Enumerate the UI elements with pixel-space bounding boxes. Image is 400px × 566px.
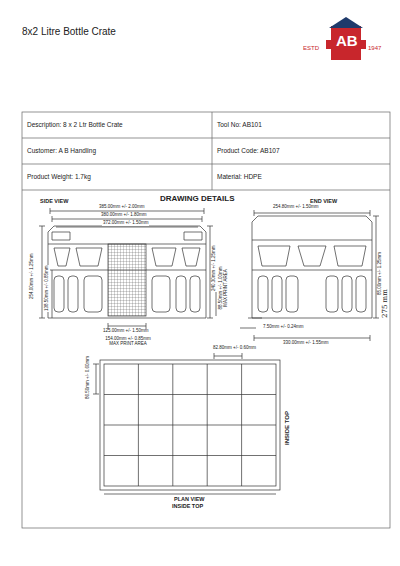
dimension: 254.00mm +/- 1.25mm [30, 253, 35, 300]
dimension: 254.80mm +/- 1.50mm [272, 205, 319, 210]
logo-text: AB [336, 33, 358, 50]
handwritten-note: 275 mm [382, 289, 390, 318]
table-cell: Product Code: AB107 [217, 147, 280, 154]
dimension: 138.50mm +/- 0.85mm [45, 265, 50, 312]
dimension: 240.30mm +/- 1.25mm [212, 245, 217, 292]
dimension: 7.50mm +/- 0.24mm [262, 325, 304, 330]
table-cell: Customer: A B Handling [27, 147, 96, 154]
dimension: 380.00mm +/- 1.80mm [100, 213, 147, 218]
dimension: 330.00mm +/- 1.55mm [282, 341, 329, 346]
view-title: INSIDE TOP [284, 411, 291, 445]
dimension: 372.00mm +/- 1.50mm [102, 221, 149, 226]
dimension: 154.00mm +/- 0.85mm MAX PRINT AREA [104, 337, 152, 347]
table-cell: Material: HDPE [217, 173, 262, 180]
view-title: PLAN VIEW [174, 496, 205, 502]
dimension: 82.80mm +/- 0.60mm [212, 346, 257, 351]
logo-text: 1947 [368, 45, 381, 52]
dimension: 88.50mm +/- 1.00mm MAX PRINT AREA [219, 264, 229, 312]
dimension: 125.00mm +/- 1.50mm [102, 329, 149, 334]
logo-text: ESTD [303, 45, 319, 52]
dimension: 385.00mm +/- 2.00mm [98, 205, 145, 210]
table-cell: Tool No: AB101 [217, 121, 262, 128]
view-title: END VIEW [310, 198, 337, 204]
view-title: SIDE VIEW [40, 198, 68, 204]
dimension: 86.50mm +/- 0.60mm [86, 355, 91, 400]
view-title: INSIDE TOP [172, 503, 203, 509]
drawing-heading: DRAWING DETAILS [160, 195, 235, 204]
table-cell: Product Weight: 1.7kg [27, 173, 91, 180]
page-title: 8x2 Litre Bottle Crate [22, 26, 116, 37]
table-cell: Description: 8 x 2 Ltr Bottle Crate [27, 121, 123, 128]
